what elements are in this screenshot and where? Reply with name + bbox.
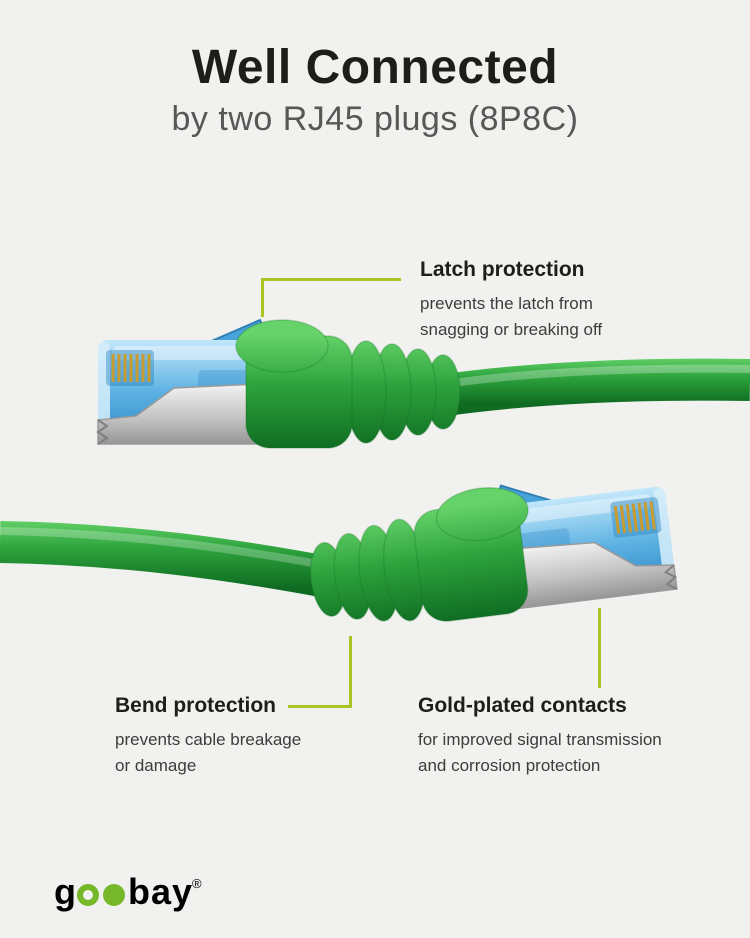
callout-body-line: and corrosion protection bbox=[418, 756, 601, 775]
callout-latch-protection: Latch protection prevents the latch from… bbox=[420, 258, 602, 343]
callout-body-line: prevents the latch from bbox=[420, 294, 593, 313]
leader-line-bend-horizontal bbox=[288, 705, 352, 708]
top-cable bbox=[435, 358, 750, 417]
logo-dot-o-icon bbox=[103, 884, 125, 906]
callout-gold-plated-contacts: Gold-plated contacts for improved signal… bbox=[418, 694, 662, 779]
leader-line-latch-vertical bbox=[261, 281, 264, 317]
callout-body-line: prevents cable breakage bbox=[115, 730, 302, 749]
leader-line-bend-vertical bbox=[349, 636, 352, 708]
bottom-right-rj45-plug bbox=[300, 464, 679, 639]
goobay-logo: g bay ® bbox=[54, 872, 254, 920]
logo-ring-o-icon bbox=[77, 884, 99, 906]
logo-text-g: g bbox=[54, 871, 77, 912]
logo-text-bay: bay bbox=[128, 871, 194, 912]
bottom-cable bbox=[0, 521, 336, 599]
callout-bend-protection: Bend protection prevents cable breakage … bbox=[115, 694, 301, 779]
callout-body-line: for improved signal transmission bbox=[418, 730, 662, 749]
bottom-cable-highlight bbox=[0, 527, 334, 570]
top-cable-highlight bbox=[442, 364, 750, 388]
callout-heading: Latch protection bbox=[420, 258, 585, 281]
leader-line-contacts-vertical bbox=[598, 608, 601, 688]
leader-line-latch-horizontal bbox=[261, 278, 401, 281]
page-title: Well Connected bbox=[191, 41, 559, 94]
callout-body-line: snagging or breaking off bbox=[420, 320, 603, 339]
registered-trademark-symbol: ® bbox=[192, 876, 202, 891]
page-subtitle: by two RJ45 plugs (8P8C) bbox=[171, 100, 579, 138]
callout-body-line: or damage bbox=[115, 756, 197, 775]
callout-heading: Bend protection bbox=[115, 694, 276, 717]
top-left-rj45-plug bbox=[96, 318, 462, 450]
callout-heading: Gold-plated contacts bbox=[418, 694, 627, 717]
